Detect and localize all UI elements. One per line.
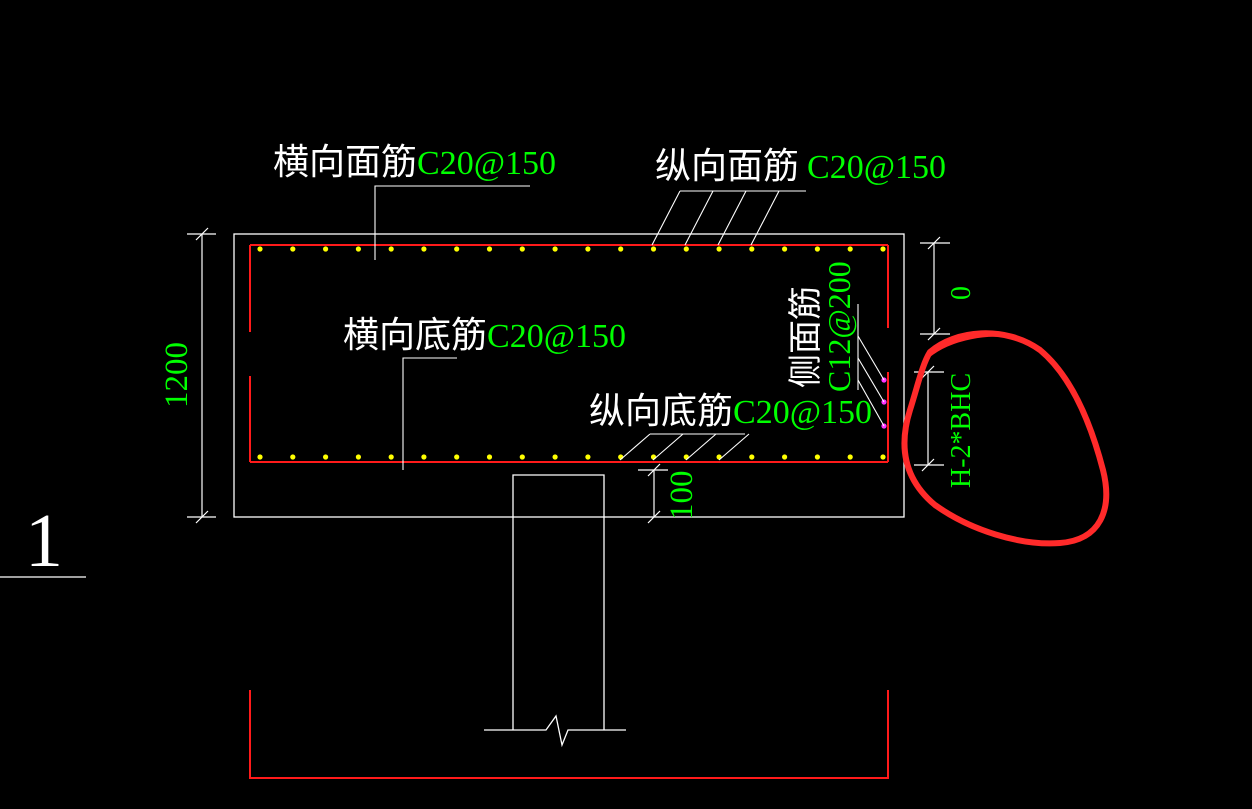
top-rebar-dot xyxy=(847,246,853,252)
markup-circle-overlap xyxy=(926,332,1020,358)
bottom-rebar-dot xyxy=(388,454,394,460)
bottom-rebar-dot xyxy=(650,454,657,460)
section-marker: 1 xyxy=(25,499,63,583)
top-rebar-dot xyxy=(323,246,329,252)
top-rebar-dot xyxy=(355,246,361,252)
bottom-rebar-dot xyxy=(552,454,558,460)
bottom-rebar-dot xyxy=(421,454,427,460)
bottom-rebar-dot xyxy=(585,454,591,460)
top-rebar-dot xyxy=(585,246,591,252)
top-rebar-dot xyxy=(388,246,394,252)
bottom-rebar-dot xyxy=(323,454,329,460)
bottom-rebar-dot xyxy=(257,454,263,460)
leader-bottom-longitudinal xyxy=(619,433,750,461)
top-rebar-dot xyxy=(552,246,558,252)
cover-dimension xyxy=(638,463,668,524)
column-outline xyxy=(512,474,605,730)
height-dimension-text: 1200 xyxy=(159,342,195,408)
top-offset-text: 0 xyxy=(946,286,977,300)
leader-top-transverse xyxy=(374,185,530,260)
leader-side-face xyxy=(857,304,885,427)
top-rebar-dot xyxy=(290,246,296,252)
top-rebar-dot xyxy=(519,246,525,252)
label-side-face: 侧面筋 xyxy=(787,286,825,388)
top-rebar-dot xyxy=(486,246,493,252)
bottom-rebar-dot xyxy=(782,454,788,460)
side-rebar-dots xyxy=(881,377,887,429)
side-formula-text: H-2*BHC xyxy=(946,373,977,488)
top-rebar-dot xyxy=(421,246,427,252)
top-rebar-dot xyxy=(716,246,722,252)
top-rebar-dot xyxy=(650,246,657,252)
top-rebar-dot xyxy=(782,246,788,252)
bottom-rebar-dot xyxy=(880,454,886,460)
top-rebar-dot xyxy=(618,246,624,252)
bottom-rebar-dots xyxy=(257,454,886,460)
bottom-rebar-dot xyxy=(749,454,755,460)
cover-dimension-text: 100 xyxy=(664,471,700,521)
column-break-line xyxy=(484,714,626,748)
concrete-outline xyxy=(233,233,905,518)
bottom-rebar-dot xyxy=(454,454,460,460)
leader-top-longitudinal xyxy=(651,190,806,246)
bottom-rebar-dot xyxy=(486,454,493,460)
bottom-rebar-dot xyxy=(814,454,821,460)
label-top-transverse: 横向面筋C20@150 xyxy=(273,142,556,182)
top-rebar-dot xyxy=(880,246,886,252)
top-rebar-dot xyxy=(683,246,689,252)
label-bottom-longitudinal: 纵向底筋C20@150 xyxy=(589,391,872,431)
bottom-rebar-dot xyxy=(290,454,296,460)
label-bottom-transverse: 横向底筋C20@150 xyxy=(343,315,626,355)
top-rebar-dot xyxy=(454,246,460,252)
label-side-face-spec: C12@200 xyxy=(821,261,857,392)
top-rebar-dot xyxy=(257,246,263,252)
top-rebar-dot xyxy=(749,246,755,252)
pile-rebar xyxy=(249,690,889,779)
height-dimension xyxy=(187,227,216,524)
bottom-rebar-dot xyxy=(355,454,361,460)
leader-bottom-transverse xyxy=(402,357,457,470)
top-rebar-dot xyxy=(814,246,821,252)
bottom-rebar-dot xyxy=(847,454,853,460)
bottom-rebar-dot xyxy=(519,454,525,460)
markup-circle xyxy=(901,330,1110,547)
top-rebar-dots xyxy=(257,246,886,252)
